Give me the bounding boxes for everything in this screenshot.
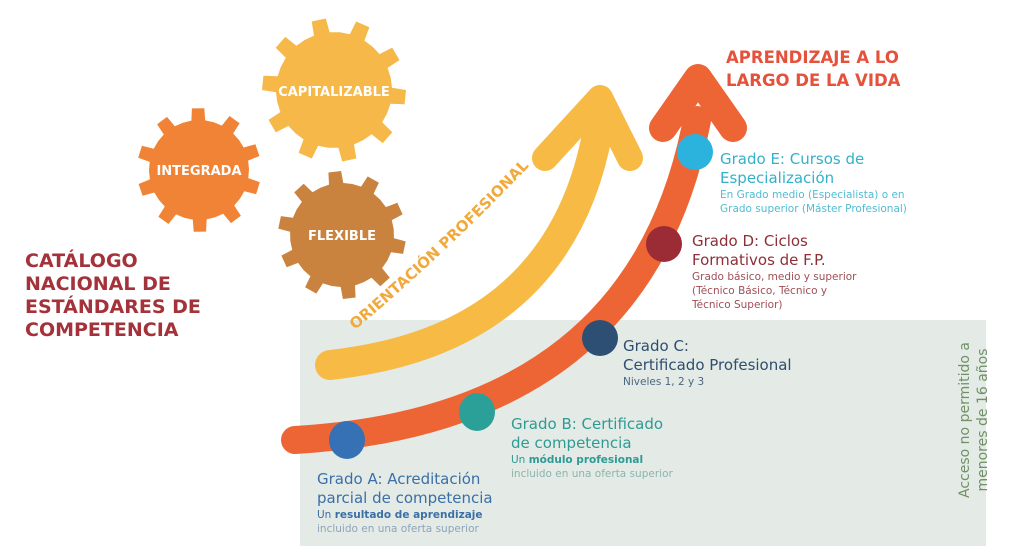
- grade-c-title: Grado C:: [623, 337, 689, 355]
- grade-b-title: de competencia: [511, 434, 632, 452]
- grade-a-text: Grado A: Acreditación parcial de compete…: [317, 470, 517, 536]
- gear-shape: [278, 171, 406, 299]
- grade-d-sub: Grado básico, medio y superior: [692, 271, 857, 283]
- grade-d-sub: Técnico Superior): [692, 299, 783, 311]
- grade-e-text: Grado E: Cursos de Especialización En Gr…: [720, 150, 980, 216]
- gear-shape: [262, 18, 406, 162]
- grade-a-sub: incluido en una oferta superior: [317, 523, 479, 535]
- grade-b-dot: [459, 393, 495, 431]
- gear-label-integrada: INTEGRADA: [156, 164, 241, 179]
- gear-capitalizable: [262, 18, 406, 162]
- grade-b-sub: Un: [511, 454, 529, 466]
- lifelong-learning-label: APRENDIZAJE A LO LARGO DE LA VIDA: [726, 46, 986, 92]
- grade-b-sub: incluido en una oferta superior: [511, 468, 673, 480]
- grade-a-sub-bold: resultado de aprendizaje: [334, 509, 483, 521]
- title-line: COMPETENCIA: [25, 319, 179, 341]
- grade-c-dot: [582, 320, 618, 356]
- grade-c-text: Grado C: Certificado Profesional Niveles…: [623, 337, 843, 389]
- grade-b-text: Grado B: Certificado de competencia Un m…: [511, 415, 711, 481]
- title-line: ESTÁNDARES DE: [25, 296, 201, 318]
- grade-d-title: Grado D: Ciclos: [692, 232, 808, 250]
- gear-flexible: [278, 171, 406, 299]
- gear-shape: [138, 108, 260, 232]
- title-line: CATÁLOGO: [25, 250, 138, 272]
- grade-d-sub: (Técnico Básico, Técnico y: [692, 285, 828, 297]
- grade-a-title: Grado A: Acreditación: [317, 470, 481, 488]
- grade-b-sub-bold: módulo profesional: [528, 454, 644, 466]
- catalog-title: CATÁLOGO NACIONAL DE ESTÁNDARES DE COMPE…: [25, 250, 225, 342]
- grade-e-sub: En Grado medio (Especialista) o en: [720, 189, 905, 201]
- restriction-line: menores de 16 años: [975, 348, 991, 492]
- grade-e-dot: [677, 134, 713, 170]
- grade-c-title: Certificado Profesional: [623, 356, 792, 374]
- grade-a-sub: Un: [317, 509, 335, 521]
- restriction-line: Acceso no permitido a: [957, 342, 973, 498]
- lifelong-line: LARGO DE LA VIDA: [726, 71, 901, 90]
- lifelong-line: APRENDIZAJE A LO: [726, 48, 899, 67]
- grade-d-title: Formativos de F.P.: [692, 251, 826, 269]
- gear-label-capitalizable: CAPITALIZABLE: [278, 85, 390, 100]
- grade-d-text: Grado D: Ciclos Formativos de F.P. Grado…: [692, 232, 912, 312]
- grade-e-title: Grado E: Cursos de: [720, 150, 865, 168]
- grade-a-title: parcial de competencia: [317, 489, 493, 507]
- gear-label-flexible: FLEXIBLE: [308, 229, 376, 244]
- title-line: NACIONAL DE: [25, 273, 171, 295]
- grade-c-sub: Niveles 1, 2 y 3: [623, 376, 705, 388]
- age-restriction-note: Acceso no permitido a menores de 16 años: [956, 320, 992, 520]
- grade-a-dot: [329, 421, 365, 459]
- gear-integrada: [138, 108, 260, 232]
- grade-e-sub: Grado superior (Máster Profesional): [720, 203, 907, 215]
- grade-e-title: Especialización: [720, 169, 835, 187]
- grade-d-dot: [646, 226, 682, 262]
- orientation-arrow: [315, 85, 643, 380]
- lifelong-learning-arrow: [281, 64, 747, 454]
- grade-b-title: Grado B: Certificado: [511, 415, 664, 433]
